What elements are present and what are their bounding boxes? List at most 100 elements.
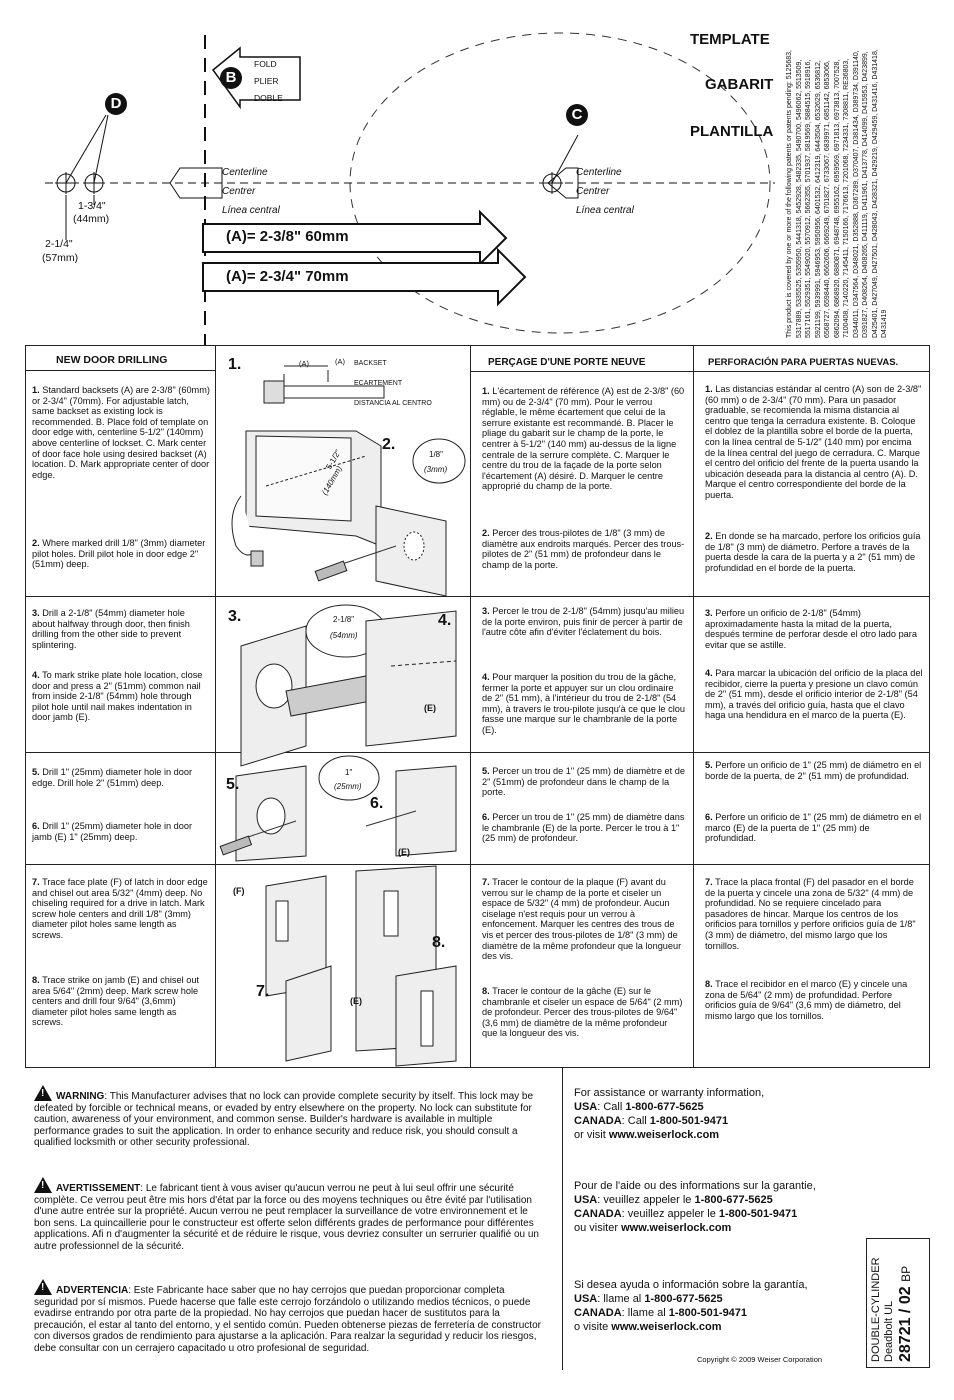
centerline-label-fr: Centrer (222, 186, 256, 197)
label-a1: (A) (299, 359, 309, 368)
en-step-7: 7. Trace face plate (F) of latch in door… (32, 877, 208, 940)
label-f: (F) (233, 886, 245, 896)
header-en: NEW DOOR DRILLING (56, 354, 168, 366)
marker-d: D (105, 93, 127, 115)
step-number-1: 1. (228, 356, 242, 373)
divider (25, 345, 26, 1067)
dim-44mm: (44mm) (73, 213, 110, 225)
dim-2-1-4: 2-1/4" (45, 238, 73, 250)
step-number-4: 4. (438, 612, 452, 629)
step-number-2: 2. (382, 436, 396, 453)
es-step-8: 8. Trace el recibidor en el marco (E) y … (705, 979, 908, 1021)
contact-en: For assistance or warranty information, … (574, 1087, 765, 1141)
fr-step-1: 1. L'écartement de référence (A) est de … (482, 386, 685, 492)
en-step-5: 5. Drill 1" (25mm) diameter hole in door… (32, 767, 193, 788)
fr-step-6: 6. Percer un trou de 1" (25 mm) de diamè… (482, 812, 685, 844)
website-link[interactable]: www.weiserlock.com (608, 1129, 720, 1141)
step-number-7: 7. (256, 983, 270, 1000)
header-fr: PERÇAGE D'UNE PORTE NEUVE (488, 357, 646, 368)
dim-57mm: (57mm) (42, 252, 79, 264)
fr-step-5: 5. Percer un trou de 1" (25 mm) de diamè… (482, 766, 685, 798)
label-distancia: DISTANCIA AL CENTRO (354, 400, 432, 407)
arrow-label-60mm: (A)= 2-3/8" 60mm (226, 228, 349, 245)
label-54mm: (54mm) (330, 631, 358, 640)
divider (470, 371, 930, 372)
arrow-label-70mm: (A)= 2-3/4" 70mm (226, 268, 349, 285)
warning-icon: ! (34, 1085, 52, 1101)
label-backset: BACKSET (354, 360, 387, 367)
template-area: B C D FOLD PLIER DOBLE Centerline Centre… (0, 0, 954, 345)
warning-es: !ADVERTENCIA: Este Fabricante hace saber… (34, 1279, 546, 1355)
divider (562, 1067, 563, 1370)
centerline-label-es-right: Línea central (576, 205, 634, 216)
divider (470, 345, 471, 1067)
es-step-3: 3. Perfore un orificio de 2-1/8" (54mm) … (705, 608, 917, 650)
warning-icon: ! (34, 1177, 52, 1193)
illustrations (219, 365, 466, 1067)
website-link[interactable]: www.weiserlock.com (611, 1321, 722, 1333)
label-e1: (E) (424, 703, 436, 713)
step-number-6: 6. (370, 795, 384, 812)
fr-step-2: 2. Percer des trous-pilotes de 1/8" (3 m… (482, 528, 685, 570)
en-step-6: 6. Drill 1" (25mm) diameter hole in door… (32, 821, 193, 842)
website-link[interactable]: www.weiserlock.com (621, 1222, 732, 1234)
step-number-5: 5. (226, 776, 240, 793)
fr-step-7: 7. Tracer le contour de la plaque (F) av… (482, 877, 682, 962)
es-step-7: 7. Trace la placa frontal (F) del pasado… (705, 877, 916, 951)
en-step-8: 8. Trace strike on jamb (E) and chisel o… (32, 975, 199, 1028)
product-box (866, 1238, 930, 1368)
divider (25, 596, 930, 597)
label-2-1-8: 2-1/8" (333, 615, 355, 624)
es-step-6: 6. Perfore un orificio de 1" (25 mm) de … (705, 812, 922, 844)
step-number-8: 8. (432, 934, 446, 951)
label-3mm: (3mm) (424, 465, 448, 474)
divider (25, 370, 215, 371)
product-code: 28721 / 02 (897, 1286, 914, 1362)
centerline-label-en-right: Centerline (576, 167, 622, 178)
marker-b: B (220, 67, 242, 89)
product-suffix: BP (899, 1265, 913, 1282)
dim-1-3-4: 1-3/4" (78, 200, 106, 212)
product-line1: DOUBLE-CYLINDER (870, 1257, 882, 1362)
label-a2: (A) (335, 357, 345, 366)
centerline-label-fr-right: Centrer (576, 186, 610, 197)
label-e3: (E) (350, 996, 362, 1006)
product-label: DOUBLE-CYLINDER Deadbolt UL 28721 / 02 B… (870, 1240, 928, 1362)
patents-text: This product is covered by one or more o… (786, 49, 888, 338)
fold-label-en: FOLD (254, 59, 277, 69)
marker-c: C (566, 104, 588, 126)
es-step-4: 4. Para marcar la ubicación del orificio… (705, 668, 923, 721)
label-ecartement: ECARTEMENT (354, 380, 403, 387)
divider (929, 345, 930, 1067)
template-drawing (45, 32, 775, 345)
warning-en: !WARNING: This Manufacturer advises that… (34, 1085, 546, 1149)
fold-label-fr: PLIER (254, 76, 279, 86)
warning-icon: ! (34, 1279, 52, 1295)
es-step-5: 5. Perfore un orificio de 1" (25 mm) de … (705, 760, 922, 781)
fr-step-4: 4. Pour marquer la position du trou de l… (482, 672, 685, 735)
title-plantilla: PLANTILLA (690, 123, 774, 140)
centerline-label-es: Línea central (222, 205, 280, 216)
divider (693, 345, 694, 1067)
warning-fr: !AVERTISSEMENT: Le fabricant tient à vou… (34, 1177, 546, 1253)
contact-es: Si desea ayuda o información sobre la ga… (574, 1279, 808, 1333)
fr-step-3: 3. Percer le trou de 2-1/8" (54mm) jusqu… (482, 606, 685, 638)
title-template: TEMPLATE (690, 31, 770, 48)
es-step-2: 2. En donde se ha marcado, perfore los o… (705, 531, 921, 573)
es-step-1: 1. Las distancias estándar al centro (A)… (705, 384, 922, 500)
product-line2: Deadbolt UL (883, 1300, 895, 1362)
en-step-1: 1. Standard backsets (A) are 2-3/8" (60m… (32, 385, 210, 480)
centerline-label-en: Centerline (222, 167, 268, 178)
label-1-8: 1/8" (429, 450, 443, 459)
fold-label-es: DOBLE (254, 93, 283, 103)
label-e2: (E) (398, 847, 410, 857)
header-es: PERFORACIÓN PARA PUERTAS NUEVAS. (708, 357, 899, 368)
divider (25, 345, 930, 346)
contact-fr: Pour de l'aide ou des informations sur l… (574, 1180, 816, 1234)
copyright: Copyright © 2009 Weiser Corporation (697, 1355, 823, 1364)
divider (25, 1067, 930, 1068)
title-gabarit: GABARIT (705, 76, 774, 93)
step-number-3: 3. (228, 608, 242, 625)
fr-step-8: 8. Tracer le contour de la gâche (E) sur… (482, 986, 683, 1039)
divider (25, 864, 930, 865)
